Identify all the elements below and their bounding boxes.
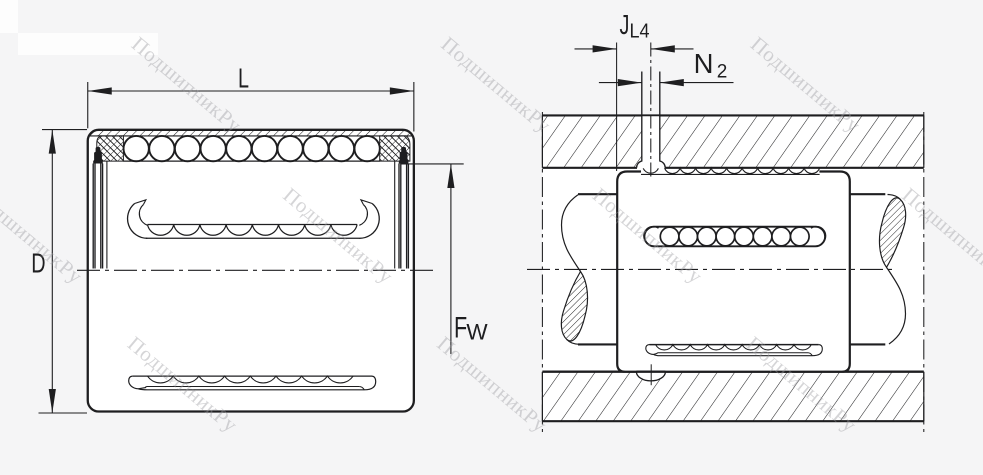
svg-text:W: W (466, 320, 488, 345)
svg-text:N: N (694, 48, 714, 79)
svg-text:L4: L4 (629, 20, 649, 42)
svg-text:D: D (31, 248, 45, 279)
svg-text:L: L (238, 63, 249, 94)
svg-text:F: F (454, 310, 467, 344)
svg-text:2: 2 (717, 61, 728, 82)
svg-text:J: J (620, 10, 630, 41)
